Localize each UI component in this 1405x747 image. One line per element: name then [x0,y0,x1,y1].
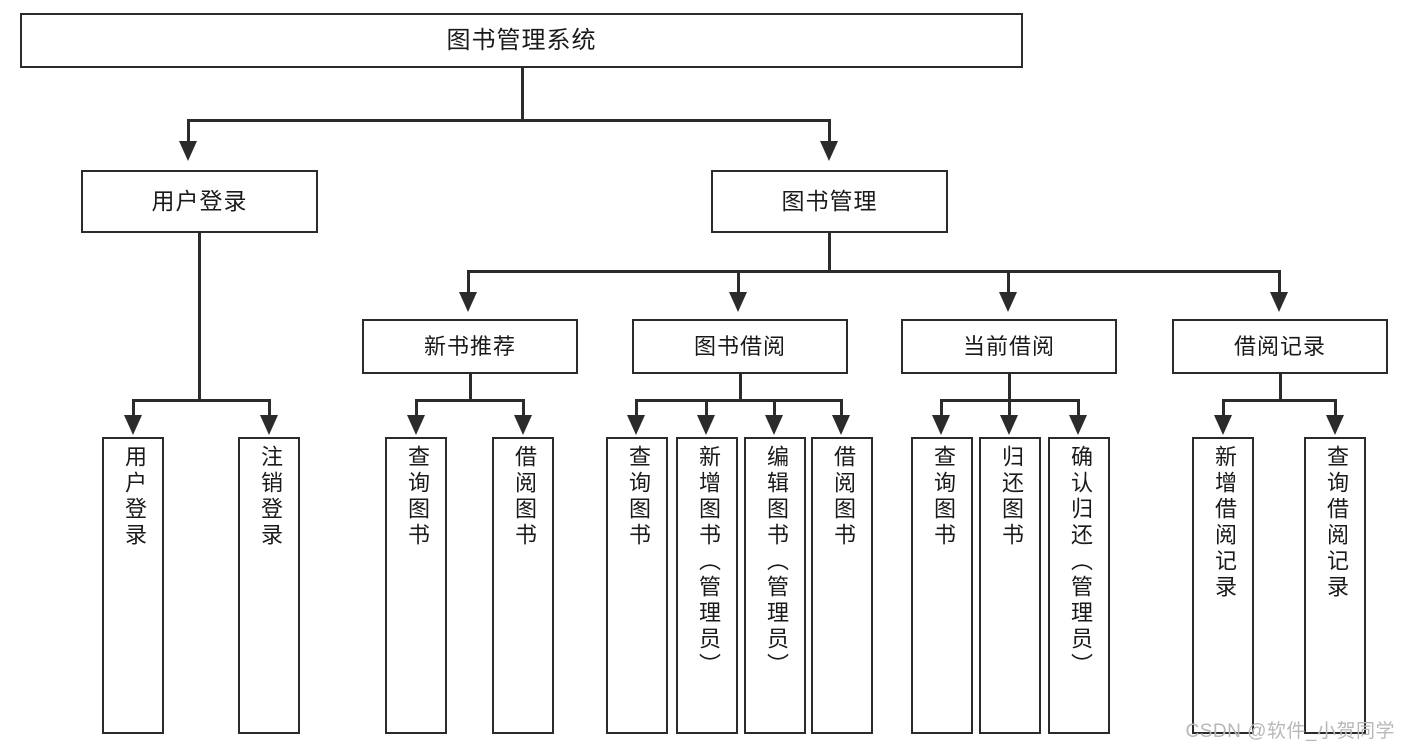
node-label: 新增借阅记录 [1212,445,1237,601]
connector-bb-leaf-3 [773,399,776,417]
arrowhead-root-to-user-login [179,141,197,161]
connector-root-to-book-management [828,119,831,143]
leaf-bb-edit-book-admin[interactable]: 编辑图书（管理员） [744,437,806,734]
leaf-user-login-logout[interactable]: 注销登录 [238,437,300,734]
node-label: 查询图书 [931,445,956,549]
node-label: 借阅记录 [1233,333,1326,359]
node-borrow-record[interactable]: 借阅记录 [1172,319,1388,374]
node-user-login[interactable]: 用户登录 [81,170,318,233]
node-current-borrow[interactable]: 当前借阅 [901,319,1117,374]
node-label: 查询图书 [405,445,430,549]
leaf-cb-query-book[interactable]: 查询图书 [911,437,973,734]
connector-user-login-stem [198,233,201,401]
connector-book-borrow-bus [635,399,842,402]
connector-borrow-record-bus [1222,399,1337,402]
node-label: 新书推荐 [423,333,516,359]
node-book-management[interactable]: 图书管理 [711,170,948,233]
connector-br-leaf-1 [1222,399,1225,417]
leaf-nbr-borrow-book[interactable]: 借阅图书 [492,437,554,734]
connector-to-new-book-recommend [467,270,470,294]
node-label: 新增图书（管理员） [696,445,721,679]
leaf-cb-return-book[interactable]: 归还图书 [979,437,1041,734]
connector-new-book-recommend-stem [469,374,472,401]
connector-to-current-borrow [1007,270,1010,294]
leaf-cb-confirm-return-admin[interactable]: 确认归还（管理员） [1048,437,1110,734]
connector-cb-leaf-2 [1008,399,1011,417]
node-label: 查询图书 [626,445,651,549]
node-label: 注销登录 [258,445,283,549]
connector-current-borrow-stem [1008,374,1011,401]
node-label: 借阅图书 [512,445,537,549]
connector-to-borrow-record [1278,270,1281,294]
connector-book-management-stem [828,233,831,272]
leaf-user-login-login[interactable]: 用户登录 [102,437,164,734]
leaf-nbr-query-book[interactable]: 查询图书 [385,437,447,734]
arrowhead-user-login-leaf-2 [260,415,278,435]
arrowhead-br-leaf-1 [1214,415,1232,435]
node-label: 借阅图书 [831,445,856,549]
leaf-bb-query-book[interactable]: 查询图书 [606,437,668,734]
csdn-watermark: CSDN @软件_小贺同学 [1185,721,1395,742]
arrowhead-cb-leaf-2 [1000,415,1018,435]
node-label: 用户登录 [122,445,147,549]
node-label: 查询借阅记录 [1324,445,1349,601]
node-label: 用户登录 [151,188,248,215]
connector-user-login-bus [132,399,269,402]
connector-cb-leaf-3 [1077,399,1080,417]
connector-root-bus [187,119,831,122]
node-book-borrow[interactable]: 图书借阅 [632,319,848,374]
arrowhead-root-to-book-management [820,141,838,161]
leaf-bb-add-book-admin[interactable]: 新增图书（管理员） [676,437,738,734]
arrowhead-bb-leaf-1 [627,415,645,435]
arrowhead-nbr-leaf-1 [407,415,425,435]
connector-nbr-leaf-1 [415,399,418,417]
connector-user-login-to-leaf-2 [268,399,271,417]
node-label: 当前借阅 [962,333,1055,359]
node-label: 归还图书 [999,445,1024,549]
node-label: 图书管理 [781,188,878,215]
arrowhead-cb-leaf-1 [932,415,950,435]
node-label: 图书管理系统 [446,26,597,54]
connector-bb-leaf-1 [635,399,638,417]
connector-new-book-recommend-bus [415,399,525,402]
arrowhead-book-borrow [729,292,747,312]
connector-root-stem [521,68,524,120]
leaf-br-add-record[interactable]: 新增借阅记录 [1192,437,1254,734]
connector-cb-leaf-1 [940,399,943,417]
arrowhead-cb-leaf-3 [1069,415,1087,435]
connector-br-leaf-2 [1334,399,1337,417]
leaf-bb-borrow-book[interactable]: 借阅图书 [811,437,873,734]
arrowhead-br-leaf-2 [1326,415,1344,435]
connector-nbr-leaf-2 [522,399,525,417]
connector-bb-leaf-2 [705,399,708,417]
arrowhead-new-book-recommend [459,292,477,312]
arrowhead-user-login-leaf-1 [124,415,142,435]
connector-user-login-to-leaf-1 [132,399,135,417]
arrowhead-bb-leaf-4 [832,415,850,435]
arrowhead-current-borrow [999,292,1017,312]
node-label: 图书借阅 [693,333,786,359]
node-label: 编辑图书（管理员） [764,445,789,679]
arrowhead-borrow-record [1270,292,1288,312]
node-root-book-management-system[interactable]: 图书管理系统 [20,13,1023,68]
node-new-book-recommend[interactable]: 新书推荐 [362,319,578,374]
connector-borrow-record-stem [1279,374,1282,401]
connector-book-borrow-stem [739,374,742,401]
arrowhead-bb-leaf-2 [697,415,715,435]
leaf-br-query-record[interactable]: 查询借阅记录 [1304,437,1366,734]
arrowhead-nbr-leaf-2 [514,415,532,435]
connector-to-book-borrow [737,270,740,294]
connector-root-to-user-login [187,119,190,143]
connector-bb-leaf-4 [840,399,843,417]
connector-book-management-bus [467,270,1281,273]
node-label: 确认归还（管理员） [1068,445,1093,679]
arrowhead-bb-leaf-3 [765,415,783,435]
